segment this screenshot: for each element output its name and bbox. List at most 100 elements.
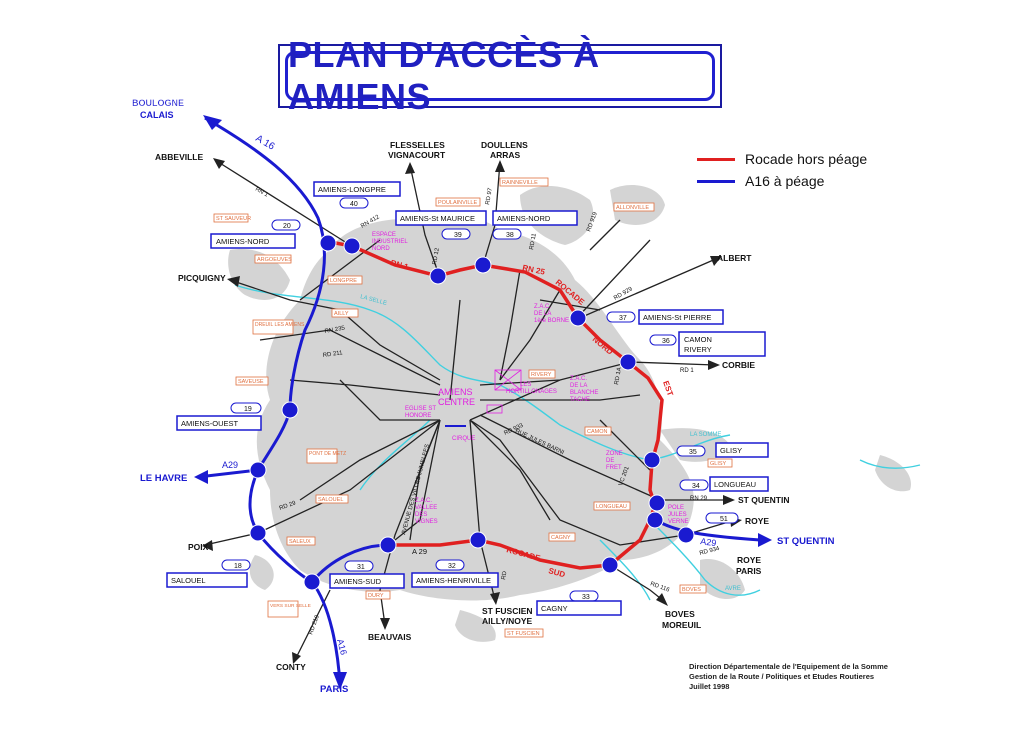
exit-31-label: AMIENS-SUD	[334, 577, 382, 586]
page-title: PLAN D'ACCÈS À AMIENS	[288, 34, 600, 117]
zone-hortillonages-2: HORTILLONAGES	[506, 389, 557, 395]
zone-la-somme: LA SOMME	[690, 432, 721, 438]
dest-le-havre: LE HAVRE	[140, 473, 187, 484]
dest-st-fuscien: ST FUSCIEN	[482, 606, 533, 616]
dest-st-quentin: ST QUENTIN	[738, 495, 789, 505]
commune-cagny: CAGNY	[551, 535, 571, 541]
interchange-32[interactable]	[469, 531, 487, 549]
commune-box-salouel	[315, 494, 349, 504]
interchange-36[interactable]	[619, 353, 637, 371]
interchange-33[interactable]	[601, 556, 619, 574]
dest-ailly: AILLY/NOYE	[482, 616, 533, 626]
exit-33[interactable]: 33 CAGNY	[536, 590, 622, 616]
exit-37[interactable]: 37 AMIENS-St PIERRE	[606, 309, 724, 325]
interchange-39[interactable]	[429, 267, 447, 285]
dest-beauvais: BEAUVAIS	[368, 632, 412, 642]
credits-line-1: Direction Départementale de l'Equipement…	[689, 662, 888, 671]
commune-pont-metz: PONT DE METZ	[309, 451, 346, 457]
legend-label-a16: A16 à péage	[745, 173, 825, 189]
zone-zac-blanche-3: BLANCHE	[570, 390, 598, 396]
interchange-34[interactable]	[648, 494, 666, 512]
arrow-stquentin-rn	[723, 495, 735, 505]
interchange-51[interactable]	[677, 526, 695, 544]
zone-vallee-1: Z.A.C.	[415, 498, 432, 504]
exit-39[interactable]: AMIENS-St MAURICE 39	[395, 210, 487, 240]
road-arrowheads	[202, 158, 742, 664]
commune-box-saveuse	[235, 376, 269, 386]
exit-19-label: AMIENS-OUEST	[181, 419, 239, 428]
dest-poix: POIX	[188, 542, 209, 552]
arrow-st-quentin	[758, 533, 772, 547]
zone-eglise-1: EGLISE ST	[405, 406, 436, 412]
road-rd210: RD 210	[308, 614, 321, 636]
zone-jv-3: VERNE	[668, 519, 689, 525]
interchange-a16-sud[interactable]	[303, 573, 321, 591]
interchange-19[interactable]	[281, 401, 299, 419]
zone-avre: AVRE	[725, 586, 741, 592]
exit-35[interactable]: 35 GLISY	[676, 442, 769, 458]
exit-32-name-box	[411, 572, 499, 588]
road-a16-south: A16	[335, 638, 349, 656]
title-inner-frame: PLAN D'ACCÈS À AMIENS	[285, 34, 715, 117]
zone-zac-pierre-2: DE LA	[534, 311, 551, 317]
exit-33-name-box	[536, 600, 622, 616]
exit-35-badge	[676, 445, 706, 457]
exit-32[interactable]: 32 AMIENS-HENRIVILLE	[411, 559, 499, 588]
road-rd29: RD 29	[279, 500, 298, 512]
arrow-le-havre	[194, 470, 208, 484]
legend-item-a16: A16 à péage	[697, 170, 867, 192]
arrow-abbeville	[213, 158, 225, 169]
title-frame: PLAN D'ACCÈS À AMIENS	[278, 34, 722, 117]
exit-36-badge	[649, 334, 677, 346]
commune-box-poulainville	[435, 197, 481, 207]
legend: Rocade hors péage A16 à péage	[697, 148, 867, 192]
exit-38[interactable]: AMIENS-NORD 38	[492, 210, 578, 240]
commune-boves: BOVES	[682, 587, 701, 593]
road-rd211: RD 211	[322, 350, 343, 359]
river-noye	[599, 539, 651, 601]
interchange-a29[interactable]	[249, 461, 267, 479]
exit-20-badge	[271, 219, 301, 231]
exit-19[interactable]: 19 AMIENS-OUEST	[176, 402, 262, 431]
legend-swatch-a16	[697, 179, 735, 183]
exit-34-label: LONGUEAU	[714, 480, 756, 489]
exit-34[interactable]: 34 LONGUEAU	[679, 476, 769, 492]
arrow-corbie	[708, 360, 720, 370]
exit-20[interactable]: 20 AMIENS-NORD	[210, 219, 301, 249]
interchange-38[interactable]	[474, 256, 492, 274]
interchange-20[interactable]	[319, 234, 337, 252]
exit-18[interactable]: 18 SALOUEL	[166, 559, 251, 588]
exit-51[interactable]: 51	[705, 512, 739, 524]
exit-39-label: AMIENS-St MAURICE	[400, 214, 475, 223]
exit-34-number: 34	[692, 483, 700, 490]
interchange-37[interactable]	[569, 309, 587, 327]
interchange-18[interactable]	[249, 524, 267, 542]
commune-saleux: SALEUX	[289, 539, 311, 545]
exit-36-name-box	[678, 331, 766, 357]
road-sud: SUD	[547, 566, 566, 579]
exit-20-label: AMIENS-NORD	[216, 237, 270, 246]
exit-51-badge	[705, 512, 739, 524]
interchange-51a[interactable]	[646, 511, 664, 529]
road-rd11: RD 11	[529, 232, 538, 250]
exit-31[interactable]: 31 AMIENS-SUD	[329, 560, 405, 589]
legend-label-rocade: Rocade hors péage	[745, 151, 868, 167]
interchange-31[interactable]	[379, 536, 397, 554]
commune-ailly: AILLY	[334, 311, 349, 317]
exit-19-badge	[230, 402, 262, 414]
exit-39-badge	[441, 228, 471, 240]
commune-camon: CAMON	[587, 429, 608, 435]
exit-38-name-box	[492, 210, 578, 226]
dest-corbie: CORBIE	[722, 360, 755, 370]
arrow-boulogne	[203, 115, 222, 130]
legend-swatch-rocade	[697, 157, 735, 161]
interchange-35[interactable]	[643, 451, 661, 469]
exit-40-number: 40	[350, 201, 358, 208]
interchange-40[interactable]	[343, 237, 361, 255]
dest-picquigny: PICQUIGNY	[178, 273, 226, 283]
exit-40[interactable]: AMIENS-LONGPRE 40	[313, 181, 401, 209]
commune-salouel: SALOUEL	[318, 497, 343, 503]
arrow-picquigny	[227, 276, 240, 287]
